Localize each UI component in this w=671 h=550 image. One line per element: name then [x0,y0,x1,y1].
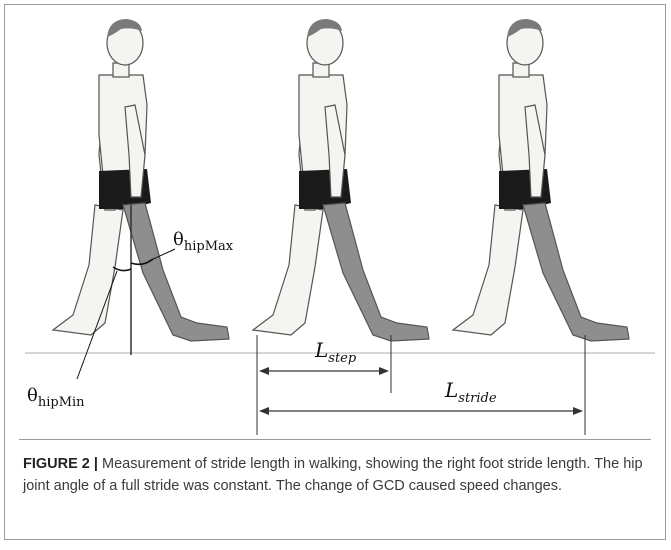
stride-length-label: Lstride [444,378,497,406]
figure-frame: θhipMax θhipMin Lstep Lstride [4,4,666,540]
stride-diagram: θhipMax θhipMin Lstep Lstride [5,5,667,445]
hip-max-label: θhipMax [173,229,234,254]
hip-min-arc [113,267,131,271]
figure-caption: FIGURE 2 | Measurement of stride length … [23,453,655,497]
step-arrow-right [379,367,389,375]
walker-figure-1 [53,19,229,341]
stride-arrow-left [259,407,269,415]
walker-figure-2 [253,19,429,341]
step-arrow-left [259,367,269,375]
walking-illustration: θhipMax θhipMin Lstep Lstride [5,5,667,445]
walker-figure-3 [453,19,629,341]
caption-text: Measurement of stride length in walking,… [23,456,643,494]
caption-figure-number: FIGURE 2 | [23,456,98,472]
caption-divider [19,439,651,440]
stride-arrow-right [573,407,583,415]
step-length-label: Lstep [314,338,357,366]
hip-min-label: θhipMin [27,385,85,410]
